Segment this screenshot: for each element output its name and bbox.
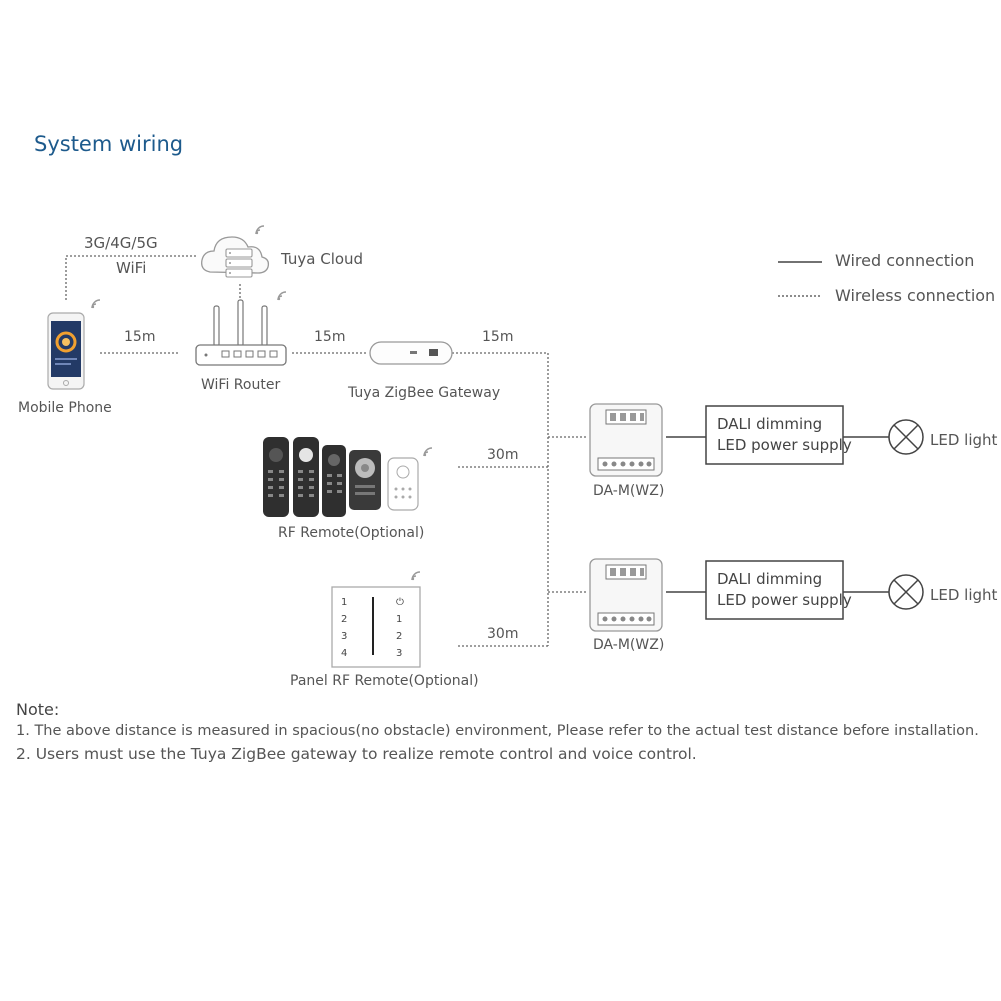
wifi-label: WiFi (116, 259, 147, 277)
cellular-label: 3G/4G/5G (84, 234, 158, 252)
dam-module-icon-2 (589, 558, 663, 632)
psu-label-2: DALI dimming LED power supply (717, 570, 852, 609)
legend-wireless-label: Wireless connection (835, 286, 996, 305)
panel-key: 3 (396, 648, 403, 659)
distance-rf-remote-dam: 30m (487, 447, 519, 463)
panel-key: 1 (341, 597, 348, 608)
psu-box-1 (705, 405, 844, 465)
led-light-label-2: LED light (930, 586, 998, 604)
legend-wired-label: Wired connection (835, 251, 975, 270)
panel-key: 3 (341, 631, 348, 642)
wired-links (666, 436, 889, 593)
wifi-router-label: WiFi Router (201, 377, 281, 393)
psu-label-1: DALI dimming LED power supply (717, 415, 852, 454)
distance-gateway-dam: 15m (482, 329, 514, 345)
rf-remote-icon (263, 437, 433, 517)
page-title: System wiring (34, 132, 184, 156)
panel-remote-icon (331, 571, 421, 668)
panel-key: ⏻ (396, 597, 404, 608)
wireless-links (65, 255, 588, 647)
rf-remote-label: RF Remote(Optional) (278, 525, 425, 541)
led-lamp-icon-1 (888, 419, 924, 455)
dam-label-2: DA-M(WZ) (593, 637, 665, 653)
dam-label-1: DA-M(WZ) (593, 483, 665, 499)
panel-key: 2 (396, 631, 403, 642)
distance-phone-router: 15m (124, 329, 156, 345)
mobile-phone-label: Mobile Phone (18, 400, 112, 416)
panel-keys-left: 1 2 3 4 (341, 594, 347, 662)
distance-panel-dam: 30m (487, 626, 519, 642)
panel-key: 4 (341, 648, 348, 659)
note-title: Note: (16, 700, 60, 719)
led-light-label-1: LED light (930, 431, 998, 449)
mobile-phone-icon (47, 299, 101, 390)
note-line-1: 1. The above distance is measured in spa… (16, 723, 979, 739)
led-lamp-icon-2 (888, 574, 924, 610)
zigbee-gateway-label: Tuya ZigBee Gateway (348, 385, 501, 401)
panel-rf-remote-label: Panel RF Remote(Optional) (290, 673, 479, 689)
panel-keys-right: ⏻ 1 2 3 (396, 594, 404, 662)
cloud-icon (201, 225, 270, 278)
note-line-2: 2. Users must use the Tuya ZigBee gatewa… (16, 745, 697, 763)
panel-key: 2 (341, 614, 348, 625)
panel-key: 1 (396, 614, 403, 625)
dam-module-icon-1 (589, 403, 663, 477)
zigbee-gateway-icon (369, 341, 453, 365)
distance-router-gateway: 15m (314, 329, 346, 345)
psu-box-2 (705, 560, 844, 620)
tuya-cloud-label: Tuya Cloud (281, 250, 364, 268)
wifi-router-icon (195, 291, 287, 366)
